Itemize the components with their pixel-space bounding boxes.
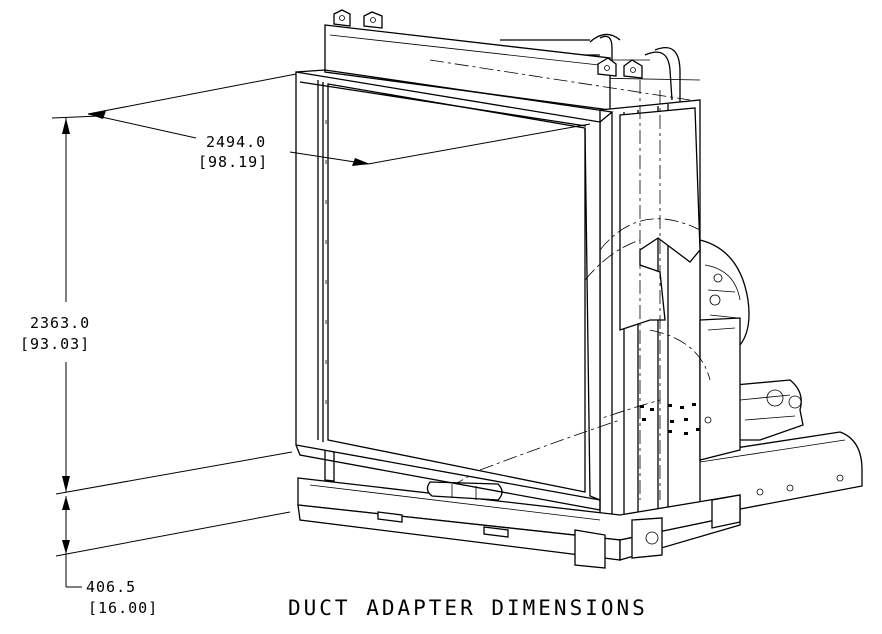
top-flange bbox=[324, 9, 643, 111]
radiator-side-frame bbox=[429, 59, 741, 541]
drawing-title: DUCT ADAPTER DIMENSIONS bbox=[288, 596, 648, 620]
height-in-label: [93.03] bbox=[20, 335, 90, 353]
dimension-lines bbox=[51, 73, 591, 588]
width-mm-label: 2494.0 bbox=[206, 133, 266, 151]
width-in-label: [98.19] bbox=[198, 153, 268, 171]
base-in-label: [16.00] bbox=[88, 599, 158, 617]
base-mm-label: 406.5 bbox=[86, 578, 136, 596]
bolt-pattern bbox=[640, 403, 700, 435]
duct-adapter-box bbox=[295, 69, 641, 511]
dimension-labels: 2494.0 [98.19] 2363.0 [93.03] 406.5 [16.… bbox=[20, 133, 268, 617]
height-mm-label: 2363.0 bbox=[30, 314, 90, 332]
base-skid bbox=[297, 449, 741, 569]
